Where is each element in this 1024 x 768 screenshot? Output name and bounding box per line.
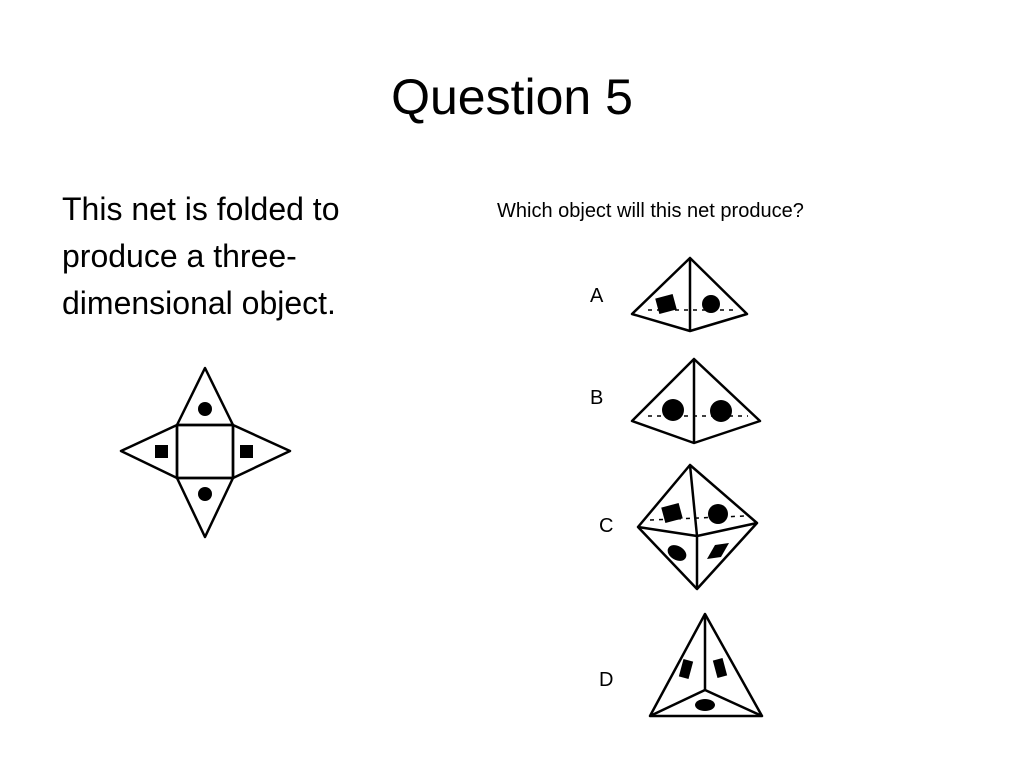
option-c-oval-bottom (667, 545, 687, 561)
net-square-right (240, 445, 253, 458)
question-prompt: Which object will this net produce? (497, 200, 804, 222)
option-b-figure[interactable] (630, 357, 762, 445)
slide-title: Question 5 (391, 69, 633, 125)
net-circle-top (198, 402, 212, 416)
pyramid-net-figure (119, 366, 292, 539)
option-d-figure[interactable] (648, 612, 764, 718)
net-triangle-right (231, 423, 292, 480)
option-d-square-right (712, 658, 728, 678)
option-a-figure[interactable] (630, 256, 749, 333)
option-a-square (655, 293, 677, 315)
option-c-square-top (661, 502, 683, 524)
option-d-oval-bottom (695, 699, 715, 711)
option-b-circle-left (662, 399, 684, 421)
option-b-outline (630, 357, 762, 445)
option-label-d[interactable]: D (599, 669, 614, 691)
option-c-figure[interactable] (636, 463, 759, 591)
net-square-base (175, 423, 235, 480)
net-triangle-bottom (175, 476, 235, 539)
option-a-circle (702, 295, 720, 313)
option-label-a[interactable]: A (590, 285, 604, 307)
net-circle-bottom (198, 487, 212, 501)
option-label-c[interactable]: C (599, 515, 614, 537)
option-d-square-left (678, 659, 694, 679)
net-description: This net is folded to produce a three-di… (62, 191, 340, 321)
net-triangle-top (175, 366, 235, 427)
option-c-circle-top (708, 504, 728, 524)
option-c-diamond-bottom (707, 543, 729, 559)
net-triangle-left (119, 423, 179, 480)
option-d-outline (648, 612, 764, 718)
option-b-circle-right (710, 400, 732, 422)
option-a-outline (630, 256, 749, 333)
option-label-b[interactable]: B (590, 387, 604, 409)
net-square-left (155, 445, 168, 458)
